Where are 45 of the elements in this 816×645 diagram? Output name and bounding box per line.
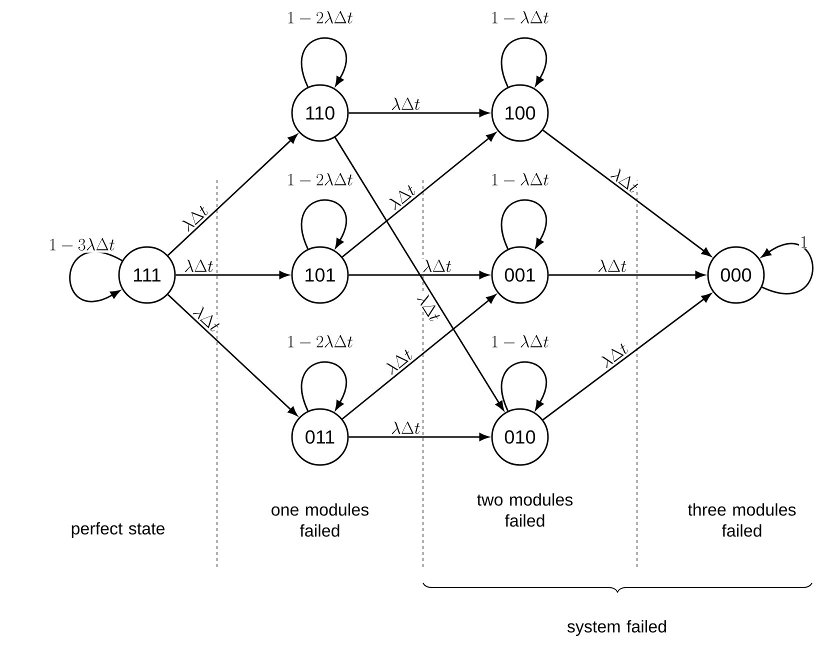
edge-label: $\lambda\Delta t$ <box>414 290 444 324</box>
arrow <box>167 294 298 416</box>
arrow <box>348 433 489 441</box>
column-label: three modules failed <box>688 503 796 537</box>
arrow <box>167 134 298 256</box>
edge-label: $\lambda\Delta t$ <box>183 258 215 273</box>
edge-label: $1-2\lambda\Delta t$ <box>286 10 354 26</box>
edge-label: $1-\lambda\Delta t$ <box>490 172 550 188</box>
edge-label: $1-3\lambda\Delta t$ <box>48 237 116 253</box>
edge-label: $\lambda\Delta t$ <box>597 340 631 370</box>
column-label: perfect state <box>72 522 164 538</box>
edge-label: $\lambda\Delta t$ <box>421 258 453 273</box>
edge-label: $\lambda\Delta t$ <box>608 165 642 196</box>
arrow <box>542 130 712 257</box>
edge-label: $\lambda\Delta t$ <box>178 202 211 234</box>
self-loop-arrow <box>500 361 547 412</box>
arrow <box>334 137 504 411</box>
arrow <box>342 294 496 420</box>
self-loop-arrow <box>300 361 347 412</box>
edge-label: $\lambda\Delta t$ <box>190 302 224 334</box>
arrow <box>176 271 289 279</box>
arrow <box>542 293 712 420</box>
self-loop-arrow <box>500 37 547 88</box>
column-label: system failed <box>567 620 666 636</box>
self-loop-arrow <box>300 199 347 250</box>
self-loop-arrow <box>761 242 814 294</box>
edge-label: $\lambda\Delta t$ <box>385 182 418 212</box>
column-label: two modules failed <box>477 493 573 527</box>
edge-label: $1$ <box>799 235 809 249</box>
self-loop-arrow <box>69 251 122 302</box>
edge-label: $\lambda\Delta t$ <box>390 420 422 435</box>
arrow <box>548 271 705 279</box>
edge-label: $\lambda\Delta t$ <box>390 96 422 111</box>
edge-label: $1-2\lambda\Delta t$ <box>286 172 354 188</box>
arrow <box>348 271 489 279</box>
edge-label: $1-2\lambda\Delta t$ <box>286 334 354 350</box>
edge-label: $\lambda\Delta t$ <box>596 258 628 273</box>
self-loop-arrow <box>300 37 347 88</box>
edge-label: $\lambda\Delta t$ <box>382 346 416 377</box>
arrow <box>348 109 489 117</box>
arrow <box>342 132 496 258</box>
self-loop-arrow <box>500 199 547 250</box>
edge-label: $1-\lambda\Delta t$ <box>490 334 550 350</box>
column-label: one modules failed <box>272 503 368 537</box>
edge-label: $1-\lambda\Delta t$ <box>490 10 550 26</box>
